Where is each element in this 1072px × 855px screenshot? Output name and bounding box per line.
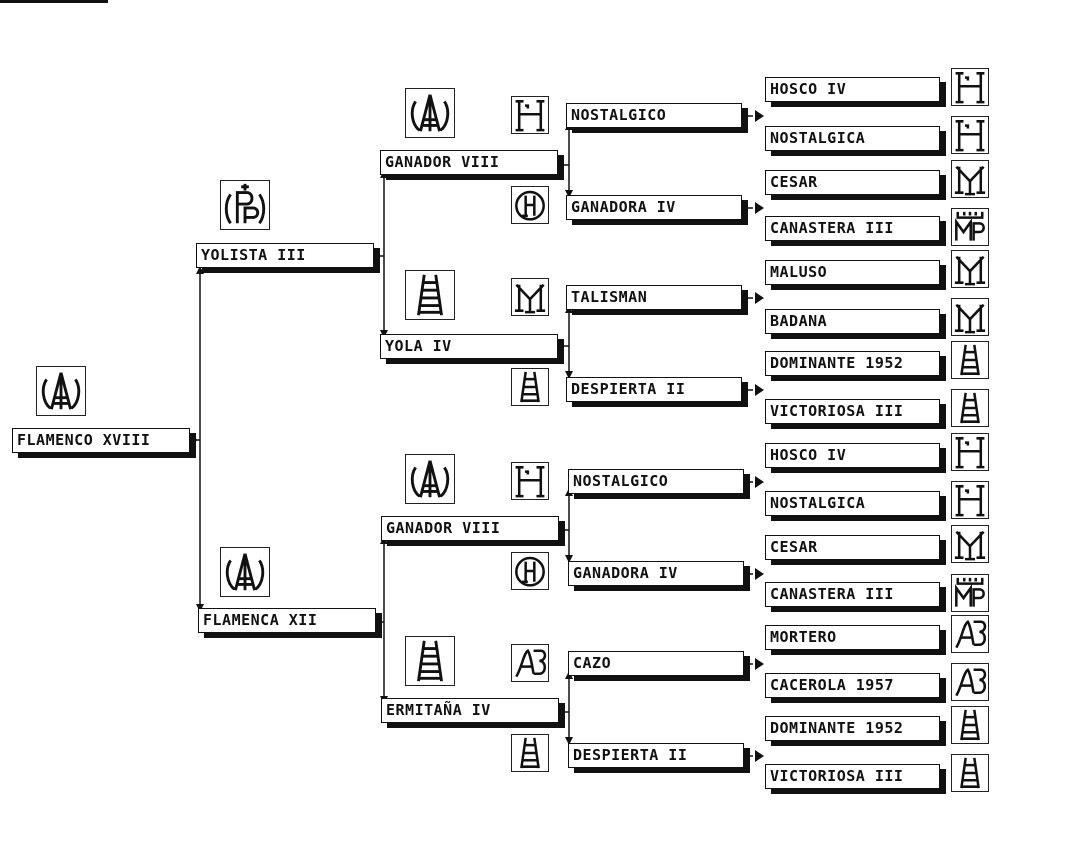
ggg-nostalgica-1: NOSTALGICA — [765, 126, 940, 151]
ab-brand-icon — [511, 644, 549, 682]
granddam-ermitana-iv: ERMITAÑA IV — [381, 698, 559, 723]
gg-despierta-ii-2: DESPIERTA II — [568, 743, 744, 768]
ladder-brand-icon — [951, 706, 989, 744]
gg-ganadora-iv-2: GANADORA IV — [568, 561, 744, 586]
ggg-victoriosa-iii-2: VICTORIOSA III — [765, 764, 940, 789]
ggg-nostalgica-2: NOSTALGICA — [765, 491, 940, 516]
my-brand-icon — [951, 525, 989, 563]
circle-a-brand-icon — [36, 366, 86, 416]
top-edge-mark — [0, 0, 108, 3]
gg-nostalgico-1: NOSTALGICO — [566, 103, 742, 128]
my-brand-icon — [951, 250, 989, 288]
ggg-canastera-iii-1: CANASTERA III — [765, 216, 940, 241]
ggg-dominante-1952-2: DOMINANTE 1952 — [765, 716, 940, 741]
ladder-brand-icon — [511, 368, 549, 406]
subject-horse: FLAMENCO XVIII — [12, 428, 190, 453]
my-brand-icon — [511, 278, 549, 316]
my-brand-icon — [951, 298, 989, 336]
ggg-maluso: MALUSO — [765, 260, 940, 285]
dam-flamenca-xii: FLAMENCA XII — [198, 608, 376, 633]
mp-brand-icon — [951, 208, 989, 246]
ggg-canastera-iii-2: CANASTERA III — [765, 582, 940, 607]
h-brand-icon — [511, 96, 549, 134]
gg-talisman: TALISMAN — [566, 285, 742, 310]
gg-ganadora-iv-1: GANADORA IV — [566, 195, 742, 220]
h-brand-icon — [951, 116, 989, 154]
ladder-brand-icon — [951, 389, 989, 427]
h-brand-icon — [951, 68, 989, 106]
ggg-dominante-1952-1: DOMINANTE 1952 — [765, 351, 940, 376]
circle-h-brand-icon — [511, 186, 549, 224]
ggg-victoriosa-iii-1: VICTORIOSA III — [765, 399, 940, 424]
ladder-brand-icon — [405, 270, 455, 320]
ggg-badana: BADANA — [765, 309, 940, 334]
ggg-cacerola-1957: CACEROLA 1957 — [765, 673, 940, 698]
ladder-brand-icon — [951, 754, 989, 792]
ladder-brand-icon — [405, 636, 455, 686]
gg-cazo: CAZO — [568, 651, 744, 676]
ladder-brand-icon — [511, 734, 549, 772]
circle-h-brand-icon — [511, 552, 549, 590]
circle-a-brand-icon — [405, 88, 455, 138]
h-brand-icon — [951, 481, 989, 519]
ab-brand-icon — [951, 663, 989, 701]
h-brand-icon — [951, 433, 989, 471]
mp-brand-icon — [951, 574, 989, 612]
gg-nostalgico-2: NOSTALGICO — [568, 469, 744, 494]
circle-a-brand-icon — [405, 454, 455, 504]
sire-yolista-iii: YOLISTA III — [196, 243, 374, 268]
ggg-mortero: MORTERO — [765, 625, 940, 650]
h-brand-icon — [511, 462, 549, 500]
ggg-cesar-1: CESAR — [765, 170, 940, 195]
grandsire-ganador-viii: GANADOR VIII — [380, 150, 558, 175]
ggg-cesar-2: CESAR — [765, 535, 940, 560]
pp-brand-icon — [220, 180, 270, 230]
ggg-hosco-iv-1: HOSCO IV — [765, 77, 940, 102]
ladder-brand-icon — [951, 341, 989, 379]
my-brand-icon — [951, 160, 989, 198]
granddam-yola-iv: YOLA IV — [380, 334, 558, 359]
gg-despierta-ii-1: DESPIERTA II — [566, 377, 742, 402]
circle-a-brand-icon — [220, 547, 270, 597]
grandsire-ganador-viii-dam-side: GANADOR VIII — [381, 516, 559, 541]
ggg-hosco-iv-2: HOSCO IV — [765, 443, 940, 468]
ab-brand-icon — [951, 615, 989, 653]
